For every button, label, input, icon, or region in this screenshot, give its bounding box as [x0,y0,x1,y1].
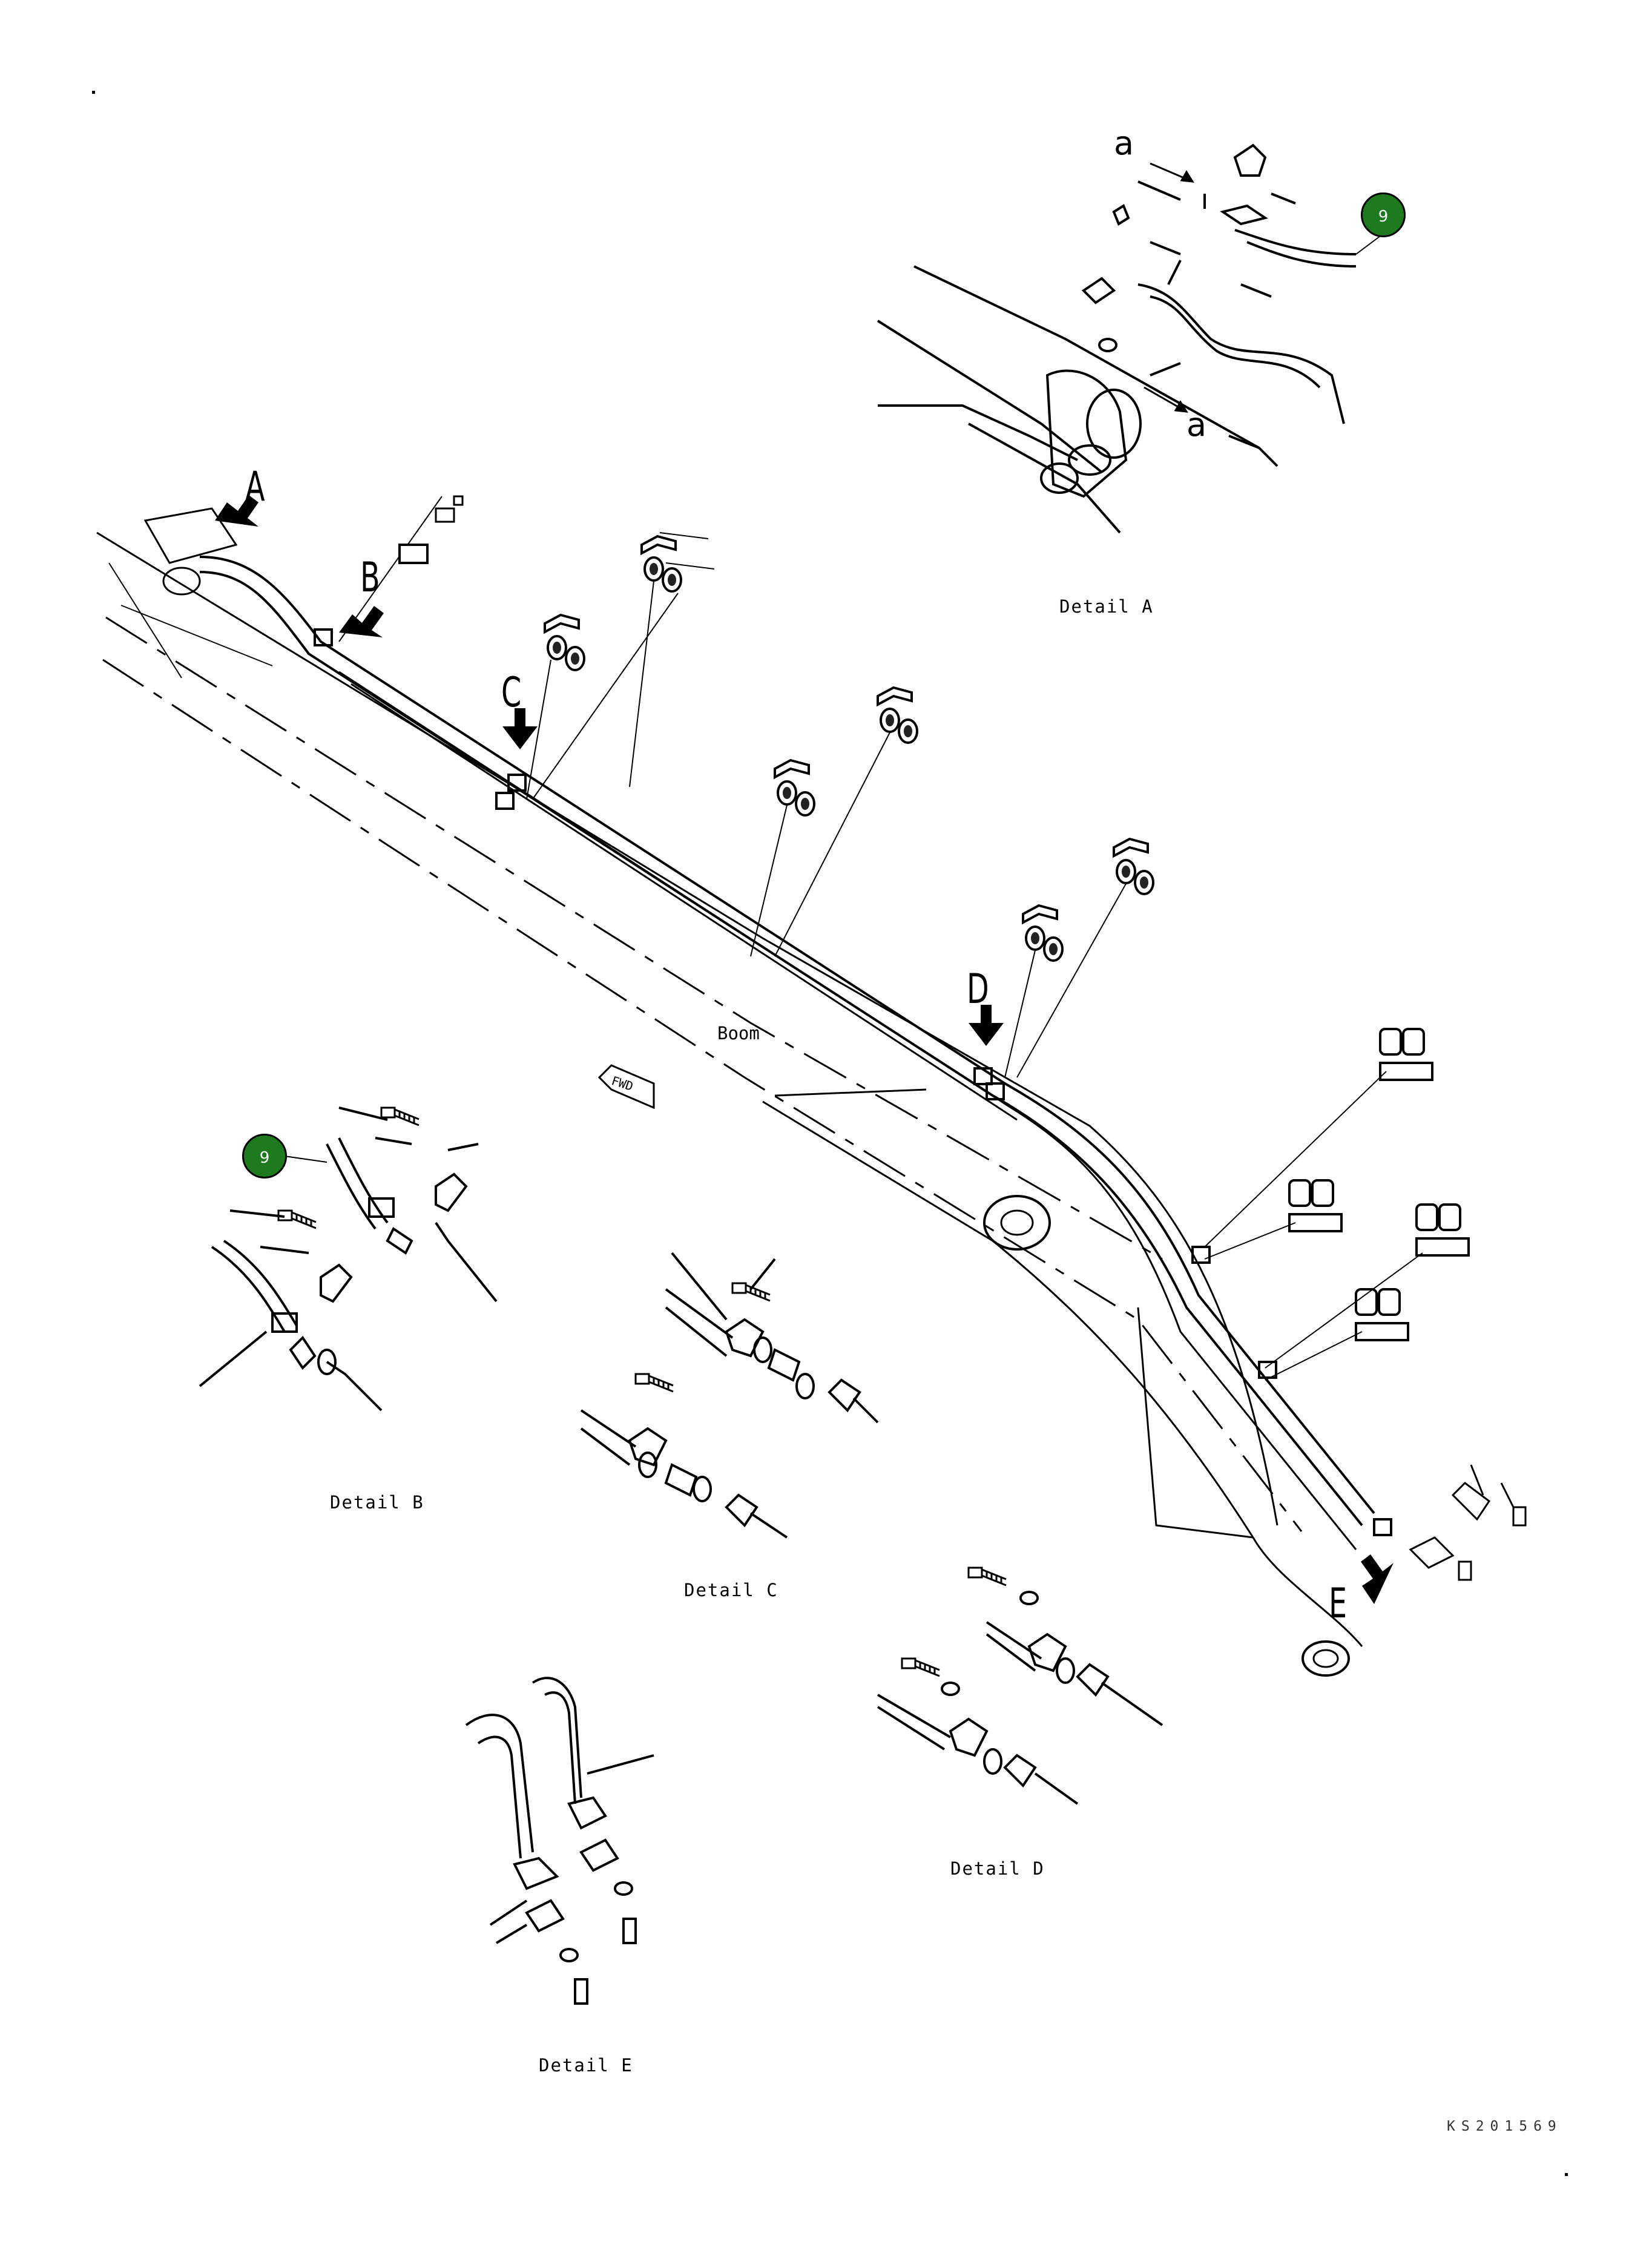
view-letter-e: E [1329,1580,1348,1628]
drawing-code: KS201569 [1447,2119,1562,2134]
detail-d-drawing [877,1567,1163,1805]
detail-b-drawing [199,1106,498,1412]
section-arrows [1144,162,1194,413]
boom-label: Boom [717,1023,760,1044]
part-callout-9-detail-b: 9 [242,1134,287,1179]
detail-a-caption: Detail A [1059,596,1154,617]
detail-d-caption: Detail D [950,1858,1045,1879]
section-mark-a-bottom: a [1186,406,1207,444]
section-mark-a-top: a [1114,124,1134,162]
view-letter-c: C [501,669,522,717]
detail-e-caption: Detail E [539,2055,633,2076]
view-letter-a: A [245,463,265,511]
boom-drawing [96,507,1392,1677]
detail-e-drawing [465,1677,654,2005]
clamp-assemblies [338,495,1470,1381]
view-arrows [215,495,1394,1604]
end-parts [1409,1464,1527,1581]
detail-c-caption: Detail C [684,1580,778,1600]
detail-a-drawing [877,143,1357,534]
detail-c-drawing [580,1252,879,1539]
view-letter-b: B [360,554,380,602]
corner-mark-bottom [1565,2173,1568,2176]
detail-b-caption: Detail B [330,1492,424,1513]
view-letter-d: D [967,965,989,1013]
callout-leaders [284,235,1381,1163]
corner-mark-top [92,91,95,94]
part-callout-9-detail-a: 9 [1361,192,1406,237]
